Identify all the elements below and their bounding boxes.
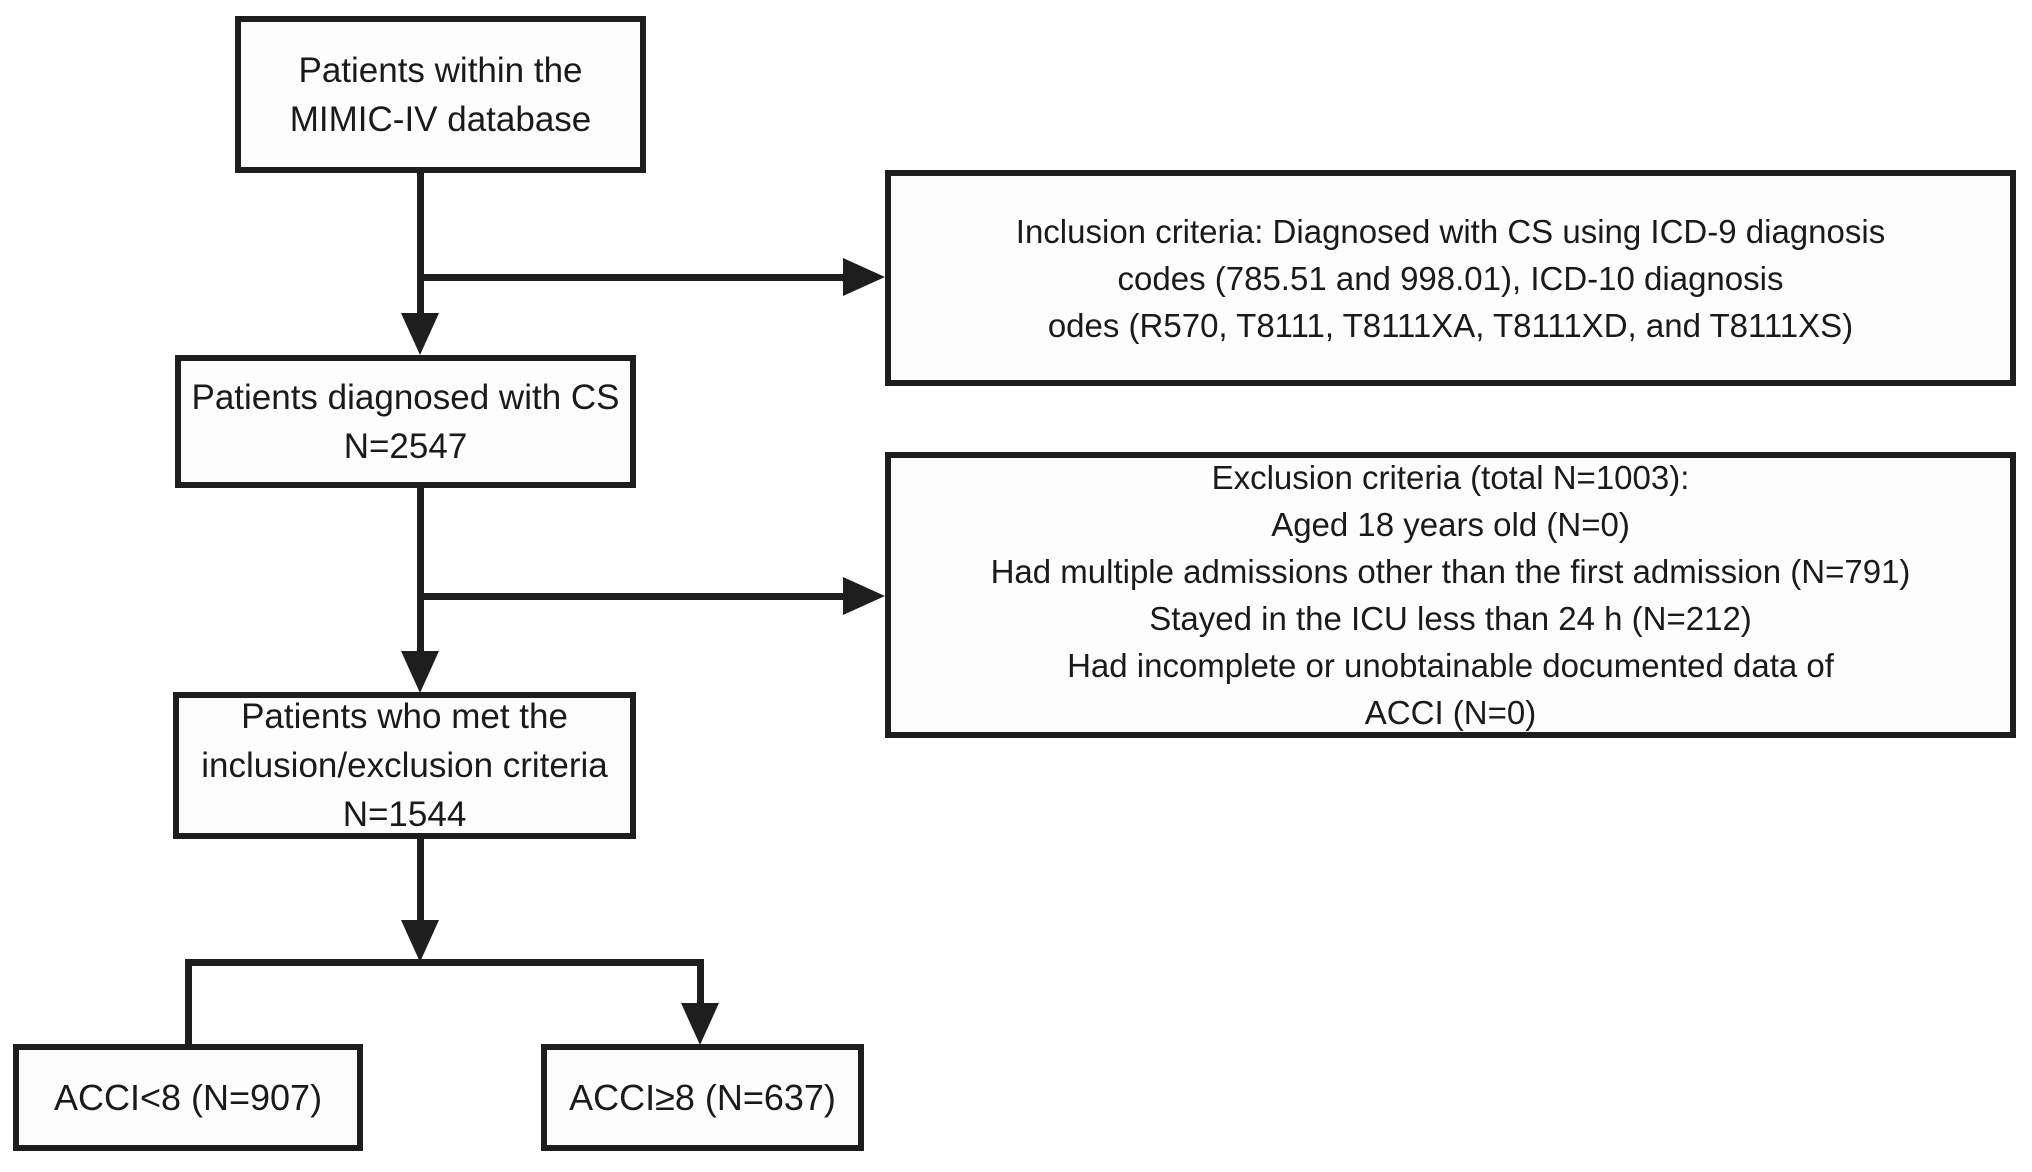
connector-stem-2 xyxy=(417,486,424,656)
node-exclusion-criteria-line: Had multiple admissions other than the f… xyxy=(990,553,1911,590)
node-exclusion-criteria: Exclusion criteria (total N=1003): Aged … xyxy=(885,452,2016,738)
node-exclusion-criteria-line: ACCI (N=0) xyxy=(1364,694,1537,731)
node-mimic-database-line: MIMIC-IV database xyxy=(289,99,592,139)
connector-split-bar xyxy=(185,959,704,966)
arrowhead-right-exclusion xyxy=(843,577,885,615)
node-mimic-database: Patients within the MIMIC-IV database xyxy=(235,16,646,173)
arrowhead-down-right xyxy=(681,1003,719,1045)
node-exclusion-criteria-line: Stayed in the ICU less than 24 h (N=212) xyxy=(1149,600,1752,637)
arrowhead-down-3 xyxy=(401,920,439,962)
node-acci-low: ACCI<8 (N=907) xyxy=(13,1044,363,1151)
node-acci-low-label: ACCI<8 (N=907) xyxy=(53,1076,323,1118)
connector-drop-right xyxy=(697,959,704,1007)
node-acci-high-label: ACCI≥8 (N=637) xyxy=(569,1076,836,1118)
node-met-criteria-line: inclusion/exclusion criteria xyxy=(201,746,608,785)
connector-stem-1 xyxy=(417,170,424,318)
node-met-criteria: Patients who met the inclusion/exclusion… xyxy=(173,692,636,839)
connector-drop-left xyxy=(185,959,192,1047)
node-exclusion-criteria-line: Aged 18 years old (N=0) xyxy=(1271,506,1630,543)
node-met-criteria-line: Patients who met the xyxy=(241,697,568,736)
node-acci-high: ACCI≥8 (N=637) xyxy=(541,1044,864,1151)
node-diagnosed-cs-line: Patients diagnosed with CS xyxy=(191,377,620,417)
arrowhead-down-2 xyxy=(401,651,439,693)
node-inclusion-criteria-line: codes (785.51 and 998.01), ICD-10 diagno… xyxy=(1117,259,1784,297)
node-exclusion-criteria-line: Exclusion criteria (total N=1003): xyxy=(1211,459,1690,496)
arrowhead-right-inclusion xyxy=(843,258,885,296)
node-inclusion-criteria: Inclusion criteria: Diagnosed with CS us… xyxy=(885,170,2016,386)
node-inclusion-criteria-line: Inclusion criteria: Diagnosed with CS us… xyxy=(1015,212,1886,250)
connector-exclusion-branch xyxy=(417,593,845,600)
arrowhead-down-1 xyxy=(401,313,439,355)
node-exclusion-criteria-line: Had incomplete or unobtainable documente… xyxy=(1067,647,1834,684)
node-diagnosed-cs: Patients diagnosed with CS N=2547 xyxy=(175,355,636,488)
connector-stem-3 xyxy=(417,837,424,925)
node-met-criteria-line: N=1544 xyxy=(342,795,467,834)
connector-inclusion-branch xyxy=(417,274,845,281)
node-diagnosed-cs-line: N=2547 xyxy=(343,426,468,466)
node-inclusion-criteria-line: odes (R570, T8111, T8111XA, T8111XD, and… xyxy=(1047,306,1854,344)
node-mimic-database-line: Patients within the xyxy=(298,50,583,90)
